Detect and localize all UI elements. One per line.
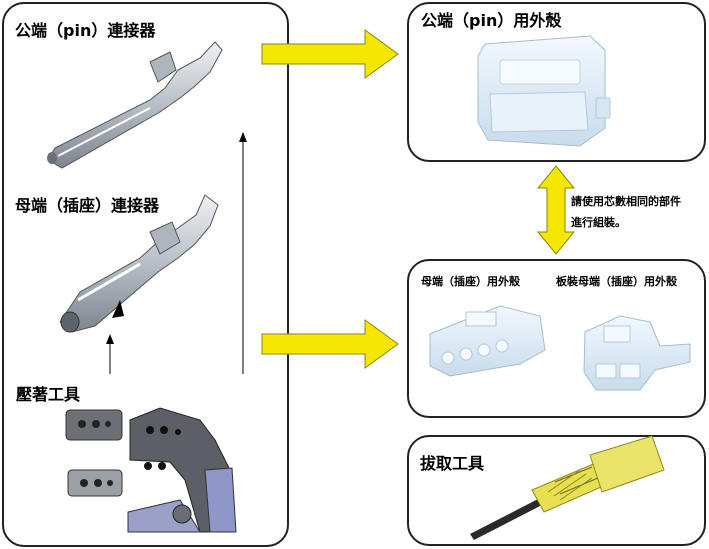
- board-socket-housing-label: 板裝母端（插座）用外殼: [556, 275, 677, 288]
- socket-connector-label: 母端（插座）連接器: [15, 196, 160, 215]
- yellow-arrow-socket-to-housing: [261, 319, 399, 369]
- assembly-note-line2: 進行組裝。: [571, 216, 626, 229]
- socket-housing-label: 母端（插座）用外殼: [421, 275, 520, 288]
- pin-connector-image: [47, 41, 223, 169]
- thin-arrow-up-tool-to-socket: [106, 334, 114, 374]
- extraction-tool-image: [470, 435, 665, 540]
- yellow-double-arrow-vertical: [536, 165, 576, 255]
- board-socket-housing-image: [583, 315, 691, 391]
- socket-housing-image: [429, 305, 546, 377]
- pin-housing-image: [477, 35, 611, 147]
- assembly-note-line1: 請使用芯數相同的部件: [571, 195, 681, 208]
- crimp-tool-label: 壓著工具: [16, 385, 81, 404]
- thin-arrow-up-tool-to-pin: [239, 132, 247, 374]
- pin-connector-label: 公端（pin）連接器: [15, 21, 156, 40]
- pin-housing-label: 公端（pin）用外殼: [421, 11, 562, 30]
- socket-connector-image: [59, 194, 219, 333]
- crimp-tool-image: [65, 407, 237, 533]
- yellow-arrow-pin-to-housing: [261, 29, 399, 79]
- extraction-tool-label: 拔取工具: [420, 454, 485, 473]
